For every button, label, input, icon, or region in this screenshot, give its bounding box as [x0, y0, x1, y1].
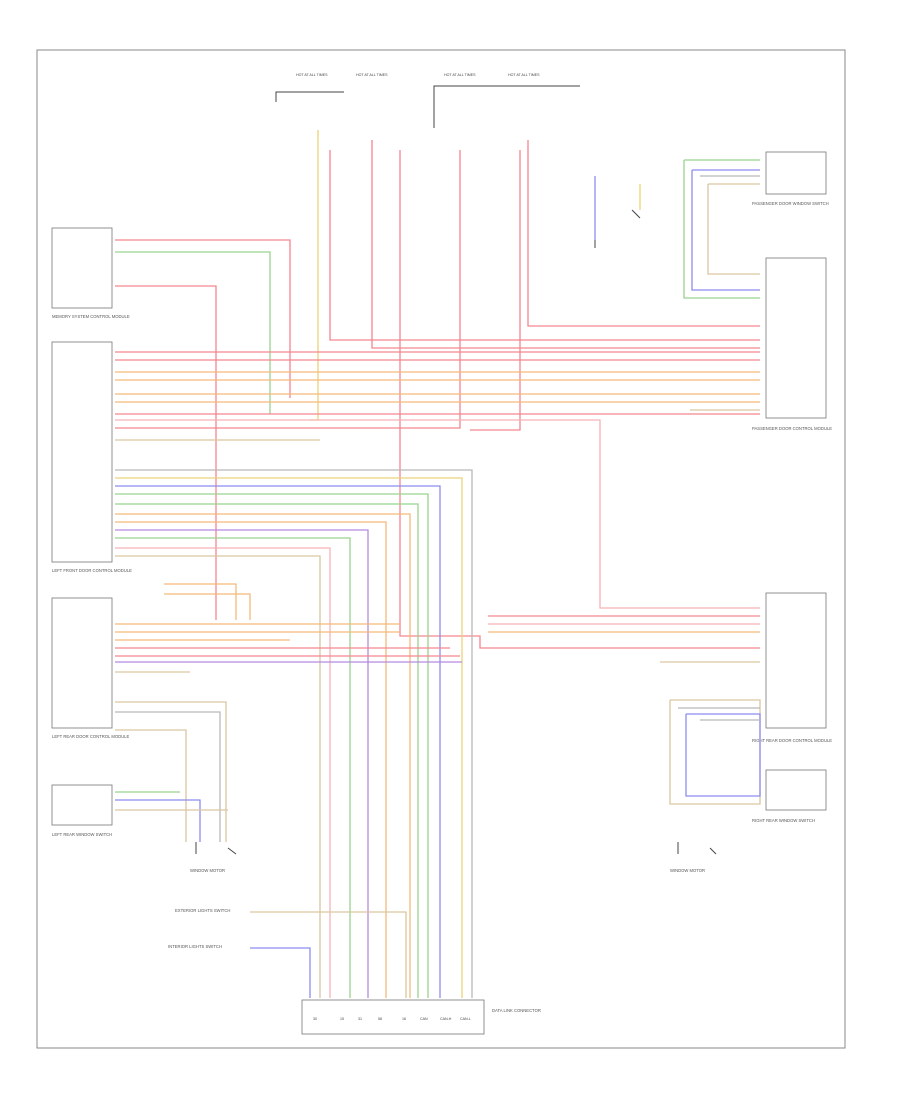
wire-58 [691, 170, 760, 291]
pin-can: CAN [420, 1017, 428, 1021]
wire-22 [115, 485, 441, 998]
pin-58: 58 [378, 1017, 382, 1021]
svg-text:HOT AT ALL TIMES: HOT AT ALL TIMES [296, 73, 328, 77]
wire-52 [685, 713, 761, 797]
pin-labels: 30 15 31 58 16 CAN CAN-H CAN-L [313, 1017, 471, 1021]
wire-32 [164, 593, 251, 620]
right-rear-door-module: RIGHT REAR DOOR CONTROL MODULE [752, 592, 832, 743]
wire-4 [399, 150, 760, 649]
svg-text:DATA LINK CONNECTOR: DATA LINK CONNECTOR [492, 1008, 541, 1013]
pin-16: 16 [402, 1017, 406, 1021]
wire-28 [115, 537, 351, 998]
svg-text:HOT AT ALL TIMES: HOT AT ALL TIMES [508, 73, 540, 77]
svg-text:RIGHT REAR WINDOW SWITCH: RIGHT REAR WINDOW SWITCH [752, 818, 815, 823]
ground-symbol-right [677, 842, 717, 855]
wire-65 [250, 947, 311, 998]
left-rear-window-switch: LEFT REAR WINDOW SWITCH [51, 784, 113, 837]
wire-27 [115, 529, 369, 998]
fuse-block: HOT AT ALL TIMES HOT AT ALL TIMES HOT AT… [275, 73, 580, 128]
wire-50 [669, 699, 761, 805]
right-rear-window-switch: RIGHT REAR WINDOW SWITCH [752, 769, 827, 823]
exterior-lamp-label: EXTERIOR LIGHTS SWITCH [175, 908, 230, 913]
wire-40 [115, 701, 227, 842]
wire-41 [115, 711, 221, 842]
svg-text:MEMORY SYSTEM CONTROL MODULE: MEMORY SYSTEM CONTROL MODULE [52, 314, 130, 319]
wire-9 [115, 251, 271, 414]
svg-text:HOT AT ALL TIMES: HOT AT ALL TIMES [444, 73, 476, 77]
pin-30: 30 [313, 1017, 317, 1021]
wire-8 [115, 239, 291, 398]
wire-25 [115, 513, 411, 998]
wire-42 [115, 729, 187, 842]
wire-30 [115, 555, 321, 998]
pin-can-h: CAN-H [440, 1017, 452, 1021]
wire-23 [115, 493, 429, 998]
pin-15: 15 [340, 1017, 344, 1021]
memory-module: MEMORY SYSTEM CONTROL MODULE [51, 227, 130, 319]
svg-text:LEFT REAR DOOR CONTROL MODULE: LEFT REAR DOOR CONTROL MODULE [52, 734, 129, 739]
wire-3 [371, 140, 760, 349]
left-front-door-module: LEFT FRONT DOOR CONTROL MODULE [51, 341, 132, 573]
svg-text:HOT AT ALL TIMES: HOT AT ALL TIMES [356, 73, 388, 77]
wire-21 [115, 477, 463, 998]
wire-26 [115, 521, 387, 998]
wire-7 [527, 140, 760, 327]
wire-24 [115, 503, 419, 998]
interior-lamp-label: INTERIOR LIGHTS SWITCH [168, 944, 222, 949]
wire-harness [115, 130, 761, 998]
wire-2 [329, 150, 760, 341]
data-link-connector: DATA LINK CONNECTOR [301, 999, 541, 1035]
wire-64 [250, 911, 407, 998]
pin-can-l: CAN-L [460, 1017, 471, 1021]
svg-text:LEFT FRONT DOOR CONTROL MODULE: LEFT FRONT DOOR CONTROL MODULE [52, 568, 132, 573]
diagram-frame [36, 49, 846, 1049]
pin-31: 31 [358, 1017, 362, 1021]
wire-18 [115, 419, 760, 609]
passenger-door-module: PASSENGER DOOR CONTROL MODULE [752, 257, 832, 431]
left-rear-door-module: LEFT REAR DOOR CONTROL MODULE [51, 597, 129, 739]
wire-44 [115, 799, 201, 842]
wire-10 [115, 285, 217, 620]
passenger-window-switch: PASSENGER DOOR WINDOW SWITCH [752, 151, 829, 206]
svg-text:PASSENGER DOOR WINDOW SWITCH: PASSENGER DOOR WINDOW SWITCH [752, 201, 829, 206]
wire-6 [470, 150, 521, 431]
wire-1 [310, 130, 319, 421]
wire-56 [683, 160, 760, 299]
wire-5 [115, 150, 461, 429]
wire-29 [115, 547, 331, 998]
svg-text:PASSENGER DOOR CONTROL MODULE: PASSENGER DOOR CONTROL MODULE [752, 426, 832, 431]
wire-20 [115, 469, 473, 998]
wire-61 [707, 184, 760, 275]
right-motor-label: WINDOW MOTOR [670, 868, 705, 873]
left-motor-label: WINDOW MOTOR [190, 868, 225, 873]
svg-text:RIGHT REAR DOOR CONTROL MODULE: RIGHT REAR DOOR CONTROL MODULE [752, 738, 832, 743]
wire-31 [164, 583, 237, 620]
ground-symbol-left [195, 842, 237, 855]
svg-text:LEFT REAR WINDOW SWITCH: LEFT REAR WINDOW SWITCH [52, 832, 112, 837]
ground-symbol-passenger [594, 209, 641, 248]
